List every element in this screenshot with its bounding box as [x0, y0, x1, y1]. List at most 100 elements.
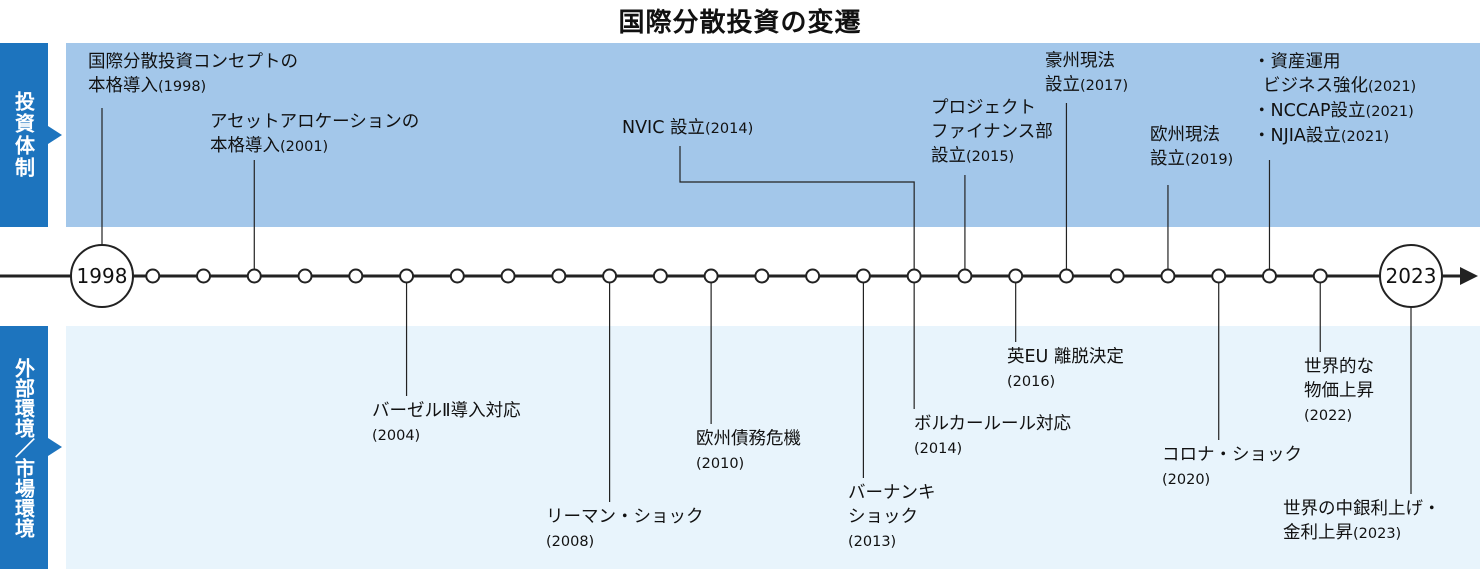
year-marker: [1312, 268, 1328, 284]
timeline-end-circle: [1379, 244, 1443, 308]
event-line: 豪州現法: [1045, 51, 1115, 71]
event-line: 国際分散投資コンセプトの: [88, 52, 298, 72]
event-line: 英EU 離脱決定: [1007, 347, 1124, 367]
event-year: (2023): [1353, 526, 1402, 542]
event-line: リーマン・ショック: [546, 507, 704, 527]
timeline-start-label: 1998: [77, 264, 128, 288]
event-line: アセットアロケーションの: [210, 112, 420, 132]
event-bottom-2014: ボルカールール対応 (2014): [914, 412, 1071, 461]
timeline-end-label: 2023: [1386, 264, 1437, 288]
year-marker: [855, 268, 871, 284]
event-top-2019: 欧州現法 設立(2019): [1150, 123, 1233, 172]
external-environment-band: [66, 326, 1480, 569]
year-marker: [1211, 268, 1227, 284]
event-year: (2008): [546, 534, 595, 550]
event-top-2014: NVIC 設立(2014): [622, 116, 753, 141]
event-line: 世界の中銀利上げ・: [1283, 499, 1441, 519]
event-year: (2019): [1185, 152, 1234, 168]
year-marker: [754, 268, 770, 284]
event-line: NVIC 設立: [622, 118, 706, 138]
event-line: プロジェクト: [931, 98, 1036, 118]
event-line: ・NJIA設立: [1253, 126, 1341, 146]
event-line: 金利上昇: [1283, 523, 1353, 543]
event-year: (2013): [848, 534, 897, 550]
event-line: ・資産運用: [1253, 52, 1341, 72]
event-year: (2015): [966, 149, 1015, 165]
event-year: (2001): [280, 139, 329, 155]
event-top-2021: ・資産運用 ビジネス強化(2021) ・NCCAP設立(2021) ・NJIA設…: [1253, 50, 1416, 149]
event-line: バーゼルⅡ導入対応: [372, 401, 521, 421]
page-title: 国際分散投資の変遷: [618, 8, 862, 38]
event-year: (2016): [1007, 374, 1056, 390]
year-marker: [145, 268, 161, 284]
event-line: 設立: [931, 146, 966, 166]
event-line: ビジネス強化: [1263, 76, 1368, 96]
event-line: ショック: [848, 507, 918, 527]
year-marker: [957, 268, 973, 284]
event-year: (2021): [1340, 129, 1390, 145]
event-year: (2010): [696, 456, 745, 472]
year-marker: [297, 268, 313, 284]
event-year: (2014): [705, 121, 754, 137]
event-line: 欧州債務危機: [696, 429, 801, 449]
event-line: ファイナンス部: [931, 122, 1053, 142]
category-label-external-environment: 外部環境／市場環境: [0, 326, 48, 569]
event-year: (2021): [1365, 104, 1414, 120]
event-top-1998: 国際分散投資コンセプトの 本格導入(1998): [88, 50, 298, 99]
event-bottom-2004: バーゼルⅡ導入対応 (2004): [372, 399, 521, 448]
event-bottom-2010: 欧州債務危機 (2010): [696, 427, 801, 476]
event-year: (1998): [158, 79, 207, 95]
timeline-start-circle: [70, 244, 134, 308]
year-marker: [652, 268, 668, 284]
timeline-arrow-icon: [1460, 267, 1478, 285]
event-line: 設立: [1045, 75, 1080, 95]
event-top-2017: 豪州現法 設立(2017): [1045, 49, 1128, 98]
event-top-2001: アセットアロケーションの 本格導入(2001): [210, 110, 419, 159]
year-marker: [1008, 268, 1024, 284]
year-marker: [551, 268, 567, 284]
year-marker: [399, 268, 415, 284]
event-year: (2021): [1368, 79, 1417, 95]
year-marker: [805, 268, 821, 284]
event-line: 設立: [1150, 149, 1185, 169]
event-line: ボルカールール対応: [914, 414, 1071, 434]
year-marker: [348, 268, 364, 284]
year-marker: [1261, 268, 1277, 284]
event-year: (2014): [914, 441, 963, 457]
year-marker: [1160, 268, 1176, 284]
event-year: (2004): [372, 428, 421, 444]
year-marker: [196, 268, 212, 284]
event-year: (2020): [1162, 472, 1211, 488]
event-bottom-2008: リーマン・ショック (2008): [546, 505, 704, 554]
year-marker: [449, 268, 465, 284]
year-marker: [1109, 268, 1125, 284]
category-arrow-bottom-icon: [48, 438, 62, 456]
connector-line: [679, 146, 915, 276]
category-arrow-top-icon: [48, 126, 62, 144]
event-bottom-2016: 英EU 離脱決定 (2016): [1007, 345, 1124, 394]
event-line: 物価上昇: [1304, 381, 1374, 401]
event-line: 本格導入: [88, 76, 158, 96]
event-bottom-2020: コロナ・ショック (2020): [1162, 443, 1302, 492]
category-label-investment-structure: 投資体制: [0, 43, 48, 227]
event-line: 本格導入: [210, 136, 280, 156]
year-marker: [602, 268, 618, 284]
investment-structure-band: [66, 43, 1480, 227]
event-bottom-2022: 世界的な 物価上昇 (2022): [1304, 355, 1374, 428]
event-line: ・NCCAP設立: [1253, 101, 1366, 121]
event-line: 欧州現法: [1150, 125, 1220, 145]
year-marker: [703, 268, 719, 284]
event-bottom-2023: 世界の中銀利上げ・ 金利上昇(2023): [1283, 497, 1441, 546]
event-year: (2017): [1080, 78, 1129, 94]
event-line: コロナ・ショック: [1162, 445, 1302, 465]
year-marker: [500, 268, 516, 284]
event-top-2015: プロジェクト ファイナンス部 設立(2015): [931, 96, 1053, 169]
event-line: 世界的な: [1304, 357, 1374, 377]
event-line: バーナンキ: [848, 483, 936, 503]
year-marker: [1058, 268, 1074, 284]
year-marker: [906, 268, 922, 284]
event-bottom-2013: バーナンキ ショック (2013): [848, 481, 936, 554]
event-year: (2022): [1304, 408, 1353, 424]
year-marker: [246, 268, 262, 284]
